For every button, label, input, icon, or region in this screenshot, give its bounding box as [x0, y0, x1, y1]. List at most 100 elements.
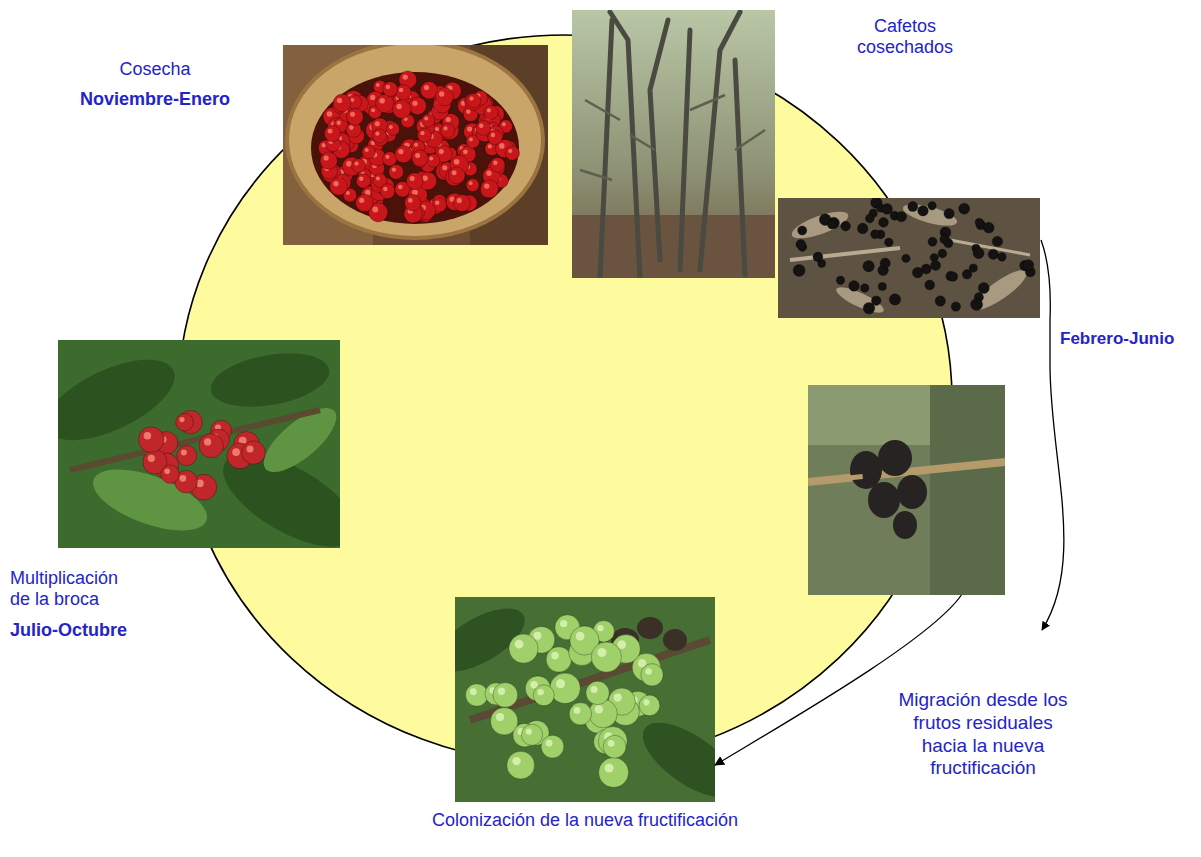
berry-highlight — [375, 132, 379, 136]
berry-highlight — [614, 694, 622, 702]
caption-text: Cosecha — [40, 59, 270, 80]
berry-highlight — [487, 108, 491, 112]
dark-berry — [879, 218, 889, 228]
dark-berry — [878, 282, 886, 290]
dark-berry — [818, 260, 826, 268]
dark-berry — [988, 249, 998, 259]
red-berry — [484, 106, 498, 120]
red-berry — [177, 446, 197, 466]
berry-highlight — [493, 161, 497, 165]
red-berry — [441, 124, 455, 138]
berry-highlight — [484, 183, 489, 188]
berry-highlight — [560, 620, 567, 627]
red-berry — [176, 413, 194, 431]
berry-highlight — [508, 149, 512, 153]
berry-highlight — [179, 417, 184, 422]
multiplication-node: Multiplicación de la brocaJulio-Octubre — [58, 340, 340, 548]
caption-text: Julio-Octubre — [10, 620, 160, 641]
red-berry — [380, 184, 395, 199]
berry-highlight — [144, 432, 152, 440]
berry-highlight — [457, 198, 462, 203]
berry-highlight — [502, 122, 506, 126]
berry-highlight — [392, 167, 396, 171]
berry-highlight — [470, 688, 477, 695]
berry-highlight — [533, 632, 541, 640]
berry-highlight — [383, 187, 387, 191]
red-berry — [448, 167, 465, 184]
harvested-trees-photo — [572, 10, 775, 278]
red-berry — [405, 195, 421, 211]
red-berry — [396, 85, 412, 101]
dark-berry — [889, 294, 900, 305]
dark-berry — [940, 235, 949, 244]
berry-highlight — [446, 117, 451, 122]
red-berry — [324, 126, 340, 142]
red-berry — [376, 94, 394, 112]
dark-berry — [938, 249, 947, 258]
berry-highlight — [452, 170, 457, 175]
berry-highlight — [515, 640, 524, 649]
caption-text: Febrero-Junio — [1060, 329, 1195, 349]
berry-highlight — [608, 740, 615, 747]
red-berry — [480, 180, 498, 198]
berry-highlight — [591, 686, 598, 693]
berry-highlight — [618, 640, 627, 649]
red-berry — [383, 82, 398, 97]
red-berry — [161, 465, 179, 483]
caption-text: Noviembre-Enero — [40, 89, 270, 110]
berry-highlight — [486, 171, 491, 176]
berry-highlight — [181, 450, 187, 456]
dark-berry — [793, 264, 805, 276]
berry-highlight — [556, 679, 565, 688]
berry-highlight — [643, 699, 649, 705]
red-berry — [242, 441, 265, 464]
berry-highlight — [512, 757, 520, 765]
berry-highlight — [424, 85, 429, 90]
dark-berry — [931, 261, 941, 271]
caption-text: Multiplicación de la broca — [10, 568, 132, 610]
berry-highlight — [399, 88, 404, 93]
berry-highlight — [359, 198, 364, 203]
berry-highlight — [349, 125, 354, 130]
berry-highlight — [574, 707, 581, 714]
green-berry — [541, 735, 564, 758]
dark-berry — [948, 272, 957, 281]
berry-highlight — [597, 648, 606, 657]
berry-highlight — [232, 448, 240, 456]
dark-berry — [959, 203, 970, 214]
green-berry — [533, 685, 554, 706]
berry-highlight — [333, 181, 338, 186]
red-berry — [435, 88, 453, 106]
green-berry — [586, 681, 609, 704]
red-berry — [476, 121, 491, 136]
berry-highlight — [439, 91, 444, 96]
berry-highlight — [443, 126, 447, 130]
berry-highlight — [337, 121, 341, 125]
dark-berry — [992, 236, 1002, 246]
dark-berry — [828, 220, 837, 229]
berry-highlight — [408, 198, 413, 203]
red-berry — [362, 145, 375, 158]
red-berry — [418, 128, 432, 142]
caption-text: Colonización de la nueva fructificación — [345, 810, 825, 831]
harvest-node: CosechaNoviembre-Enero — [283, 45, 548, 245]
berry-highlight — [372, 207, 378, 213]
dark-berry — [944, 208, 954, 218]
caption-text: Cafetos cosechados — [850, 16, 960, 58]
berry-highlight — [551, 652, 559, 660]
dark-berry — [975, 218, 983, 226]
dark-berry — [865, 214, 874, 223]
berry-highlight — [595, 705, 603, 713]
green-berry — [550, 673, 581, 704]
green-berries-photo — [455, 597, 715, 802]
green-berry — [493, 683, 518, 708]
harvested-trees-node: Cafetos cosechados — [572, 10, 775, 278]
dark-berry — [836, 276, 844, 284]
red-berry — [199, 434, 223, 458]
red-berry — [333, 94, 351, 112]
berry-highlight — [496, 713, 504, 721]
berry-highlight — [415, 153, 420, 158]
berry-highlight — [247, 446, 254, 453]
berry-highlight — [463, 149, 468, 154]
red-berry — [386, 122, 399, 135]
